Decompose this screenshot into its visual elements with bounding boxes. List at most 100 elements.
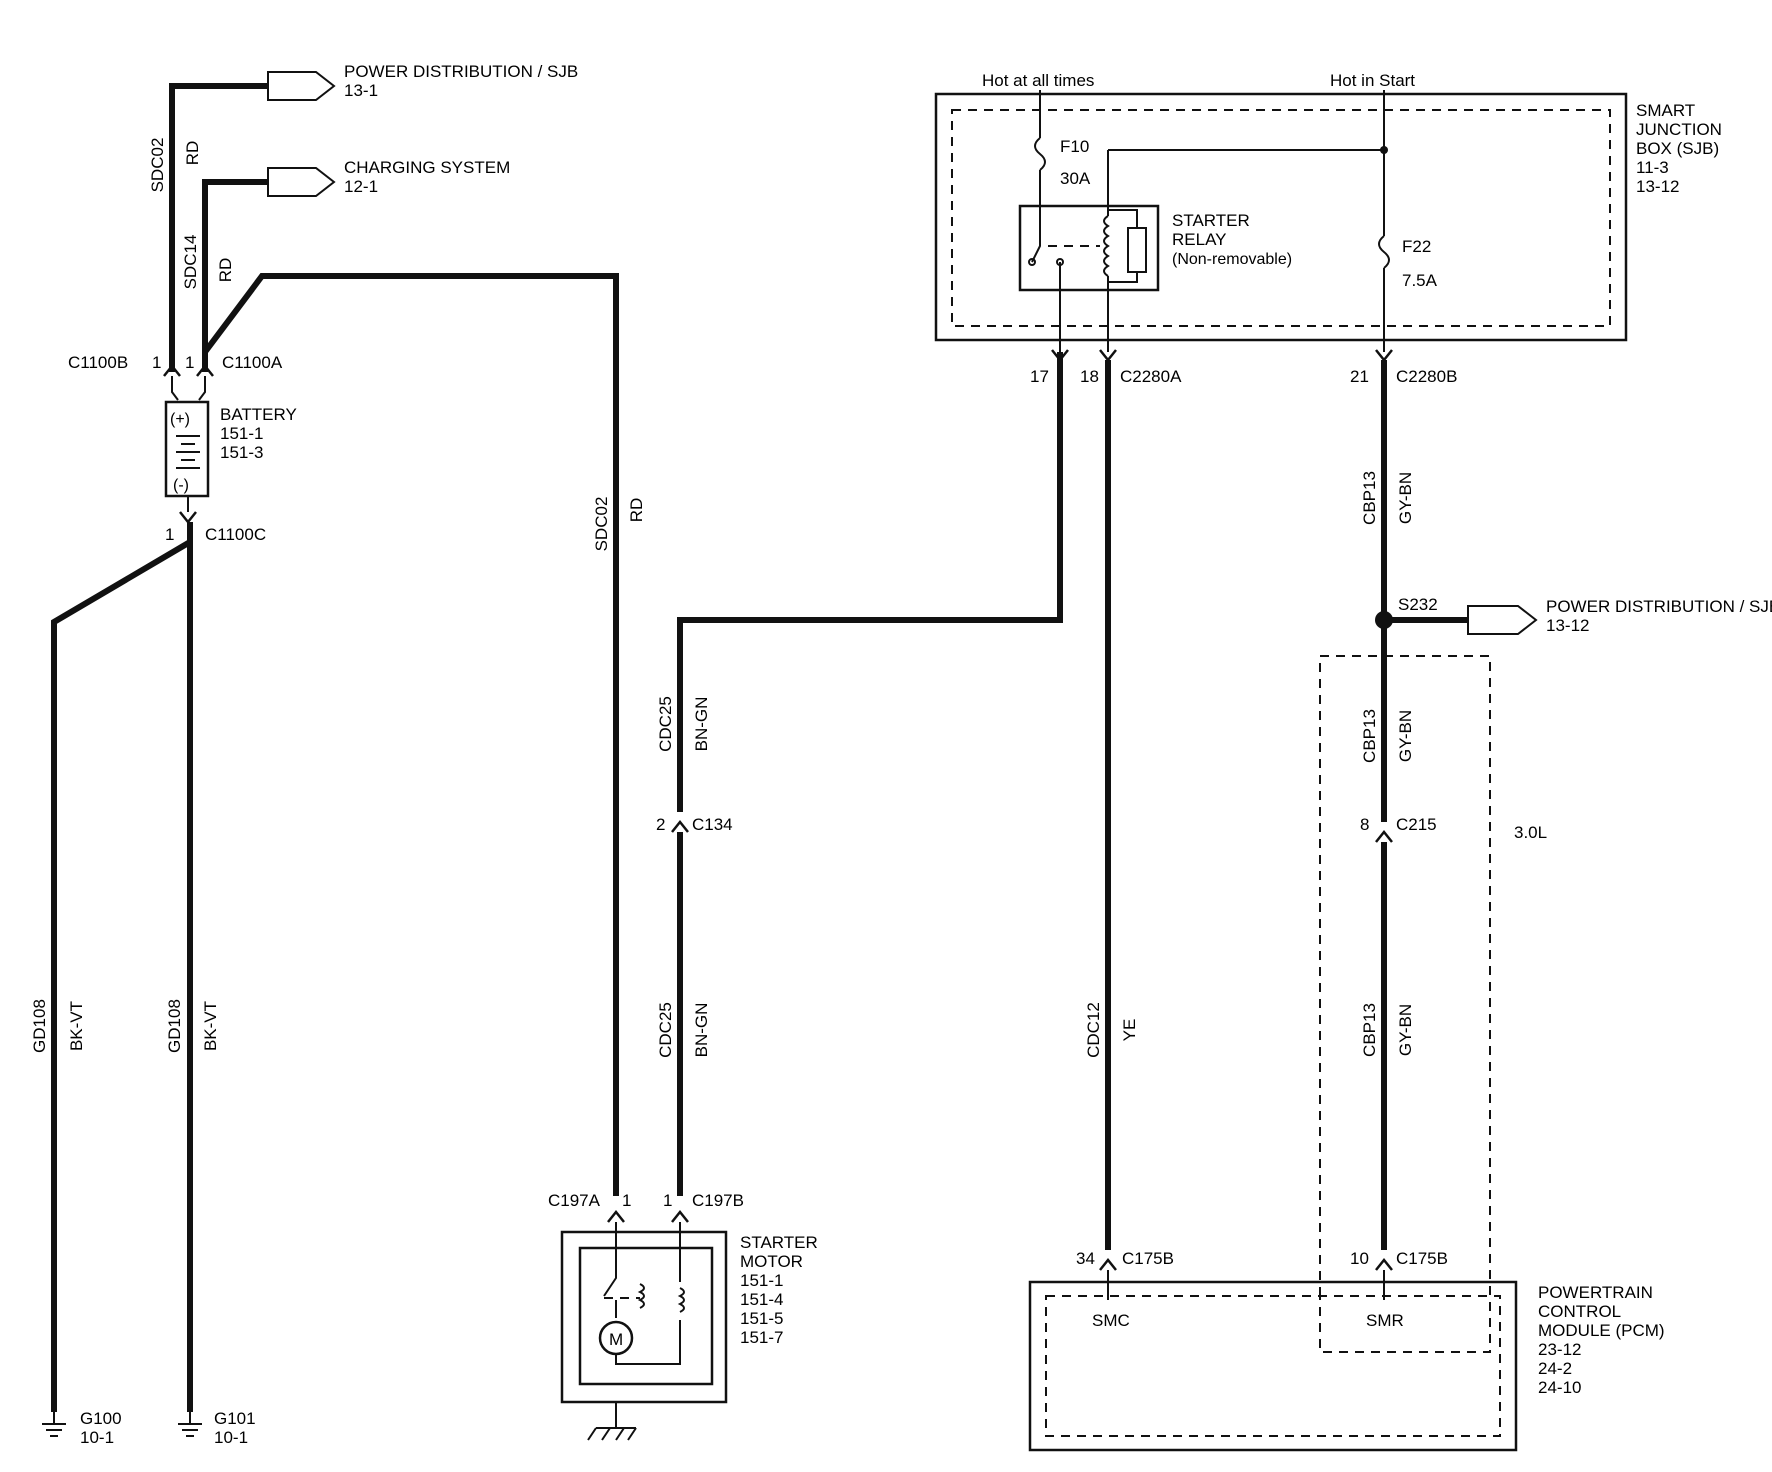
relay-title: RELAY: [1172, 230, 1227, 249]
starter-internal-wiring: [603, 1222, 681, 1365]
ground-ref: 10-1: [80, 1428, 114, 1447]
connector-chevron-icon: [607, 1209, 625, 1223]
wire-circuit-label: CDC12: [1084, 1002, 1103, 1058]
battery-cells-icon: [176, 435, 200, 469]
wire-sdc02-starter: [202, 273, 619, 1196]
pcm-pin-smc: SMC: [1092, 1311, 1130, 1330]
sjb-title: JUNCTION: [1636, 120, 1722, 139]
connector-c1100b: C1100B 1: [68, 353, 181, 377]
wire-circuit-label: CBP13: [1360, 471, 1379, 525]
wire-circuit-label: CDC25: [656, 1002, 675, 1058]
fuse-f22-icon: [1378, 235, 1390, 269]
wire-color-label: BN-GN: [692, 1003, 711, 1058]
fuse-f10-icon: [1034, 137, 1046, 171]
relay-contact-icon: [1028, 258, 1036, 266]
flag-title: CHARGING SYSTEM: [344, 158, 510, 177]
starter-relay-box: [1018, 204, 1160, 292]
wire-circuit-label: GD108: [30, 999, 49, 1053]
pcm-outer-box: [1028, 1280, 1518, 1452]
starter-title: STARTER: [740, 1233, 818, 1252]
motor-icon: [598, 1320, 634, 1356]
connector-pin: 10: [1350, 1249, 1369, 1268]
fuse-rating: 7.5A: [1402, 271, 1438, 290]
relay-coil-feed: [1107, 149, 1384, 216]
wire-circuit-label: SDC14: [181, 235, 200, 290]
connector-pin: 21: [1350, 367, 1369, 386]
wire-circuit-label: SDC02: [148, 138, 167, 193]
wire-color-label: RD: [627, 498, 646, 523]
flag-power-distribution-top[interactable]: POWER DISTRIBUTION / SJB 13-1: [267, 62, 578, 101]
wire-gd108-g100: [51, 539, 192, 1412]
wire-circuit-label: CBP13: [1360, 709, 1379, 763]
connector-pin: 8: [1360, 815, 1369, 834]
pcm-ref: 24-10: [1538, 1378, 1581, 1397]
battery-ref: 151-1: [220, 424, 263, 443]
battery-title: BATTERY: [220, 405, 297, 424]
battery-plus-label: (+): [170, 411, 190, 428]
wire-color-label: RD: [216, 258, 235, 283]
fuse-label: F10: [1060, 137, 1089, 156]
powertrain-control-module: SMC SMR POWERTRAIN CONTROL MODULE (PCM) …: [1028, 1280, 1665, 1452]
wire-color-label: BK-VT: [201, 1001, 220, 1051]
smart-junction-box: Hot at all times Hot in Start SMART JUNC…: [934, 71, 1722, 352]
connector-label: C2280B: [1396, 367, 1457, 386]
flag-charging-system[interactable]: CHARGING SYSTEM 12-1: [267, 158, 510, 197]
flag-arrow-icon: [1467, 605, 1538, 635]
battery-lead: [171, 376, 206, 401]
starter-title: MOTOR: [740, 1252, 803, 1271]
starter-motor: M STARTER MOTOR 151-1 151-4 151-5 151-7: [560, 1222, 818, 1441]
wire-sdc14-charging: [202, 179, 270, 372]
battery: (+) (-) BATTERY 151-1 151-3: [164, 400, 297, 498]
sjb-ref: 13-12: [1636, 177, 1679, 196]
connector-pin: 1: [622, 1191, 631, 1210]
wire-color-label: GY-BN: [1396, 472, 1415, 524]
wire-sdc02-pd: [169, 83, 270, 372]
pcm-title: POWERTRAIN: [1538, 1283, 1653, 1302]
flag-power-distribution-right[interactable]: POWER DISTRIBUTION / SJB 13-12: [1467, 597, 1772, 635]
connector-label: C2280A: [1120, 367, 1182, 386]
wire-color-label: GY-BN: [1396, 710, 1415, 762]
hot-at-all-times-label: Hot at all times: [982, 71, 1094, 90]
connector-chevron-icon: [1099, 1257, 1117, 1271]
battery-ref: 151-3: [220, 443, 263, 462]
connector-pin: 18: [1080, 367, 1099, 386]
relay-note: (Non-removable): [1172, 251, 1292, 268]
fuse-rating: 30A: [1060, 169, 1091, 188]
flag-title: POWER DISTRIBUTION / SJB: [344, 62, 578, 81]
wire-color-label: BN-GN: [692, 697, 711, 752]
splice-s232-dot: [1375, 611, 1393, 629]
motor-symbol: M: [609, 1330, 623, 1349]
flag-ref: 13-1: [344, 81, 378, 100]
ground-name: G101: [214, 1409, 256, 1428]
wire-color-label: GY-BN: [1396, 1004, 1415, 1056]
connector-chevron-icon: [671, 1209, 689, 1223]
connector-chevron-icon: [179, 511, 197, 525]
connector-pin: 1: [165, 525, 174, 544]
connector-label: C175B: [1122, 1249, 1174, 1268]
connector-chevron-icon: [1051, 349, 1069, 363]
pcm-ref: 23-12: [1538, 1340, 1581, 1359]
connector-c1100a: C1100A 1: [185, 353, 283, 377]
hot-in-start-label: Hot in Start: [1330, 71, 1415, 90]
pcm-title: MODULE (PCM): [1538, 1321, 1665, 1340]
chassis-ground-icon: [587, 1427, 637, 1441]
fuse-label: F22: [1402, 237, 1431, 256]
pcm-inner-dashed-box: [1045, 1295, 1501, 1437]
connector-chevron-icon: [1375, 829, 1393, 843]
ground-g100: G100 10-1: [42, 1409, 122, 1447]
sjb-inner-dashed-box: [951, 109, 1611, 327]
sjb-title: BOX (SJB): [1636, 139, 1719, 158]
ground-icon: [42, 1412, 66, 1437]
flag-title: POWER DISTRIBUTION / SJB: [1546, 597, 1772, 616]
ground-name: G100: [80, 1409, 122, 1428]
pcm-title: CONTROL: [1538, 1302, 1621, 1321]
junction-dot: [1380, 146, 1388, 154]
wire-circuit-label: GD108: [165, 999, 184, 1053]
starter-outer-box: [560, 1230, 728, 1404]
relay-coil-icon: [1103, 215, 1110, 277]
connector-label: C215: [1396, 815, 1437, 834]
starter-ref: 151-4: [740, 1290, 783, 1309]
sjb-ref: 11-3: [1636, 158, 1669, 177]
pcm-pin-smr: SMR: [1366, 1311, 1404, 1330]
